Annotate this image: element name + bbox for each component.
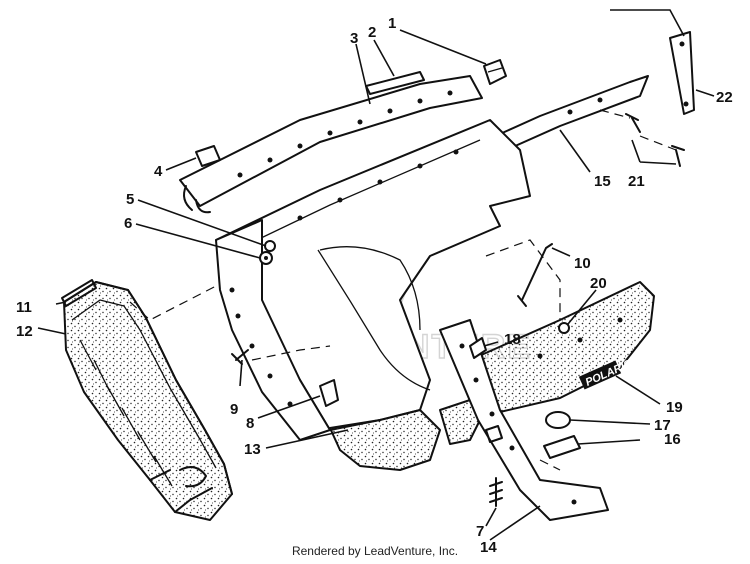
leader-lines: [37, 9, 715, 541]
callout-1: 1: [388, 15, 396, 32]
part-7-screw: [489, 477, 503, 507]
callout-8: 8: [246, 415, 254, 432]
callout-20: 20: [590, 275, 607, 292]
part-2-decal: [365, 71, 425, 95]
part-20-nut: [558, 322, 570, 334]
callouts: 1 2 3 4 5 6 7 8 9 10 11 12 13 14 15 16 1…: [16, 15, 733, 556]
callout-16: 16: [664, 431, 681, 448]
part-17-grommet: [545, 411, 571, 429]
alignment-lines: [129, 109, 677, 471]
callout-21: 21: [628, 173, 645, 190]
part-14-bracket-arm: [439, 319, 609, 521]
part-9-rivet: [231, 349, 249, 365]
footer-credit: Rendered by LeadVenture, Inc.: [291, 544, 459, 558]
part-11-pad-strip: [61, 279, 97, 307]
part-1-latch: [483, 59, 507, 85]
callout-6: 6: [124, 215, 132, 232]
callout-7: 7: [476, 523, 484, 540]
callout-18: 18: [504, 331, 521, 348]
callout-14: 14: [480, 539, 497, 556]
part-19-front-skirt: POLARIS: [469, 281, 655, 413]
callout-17: 17: [654, 417, 671, 434]
callout-15: 15: [594, 173, 611, 190]
part-16-plate: [543, 435, 581, 459]
callout-5: 5: [126, 191, 134, 208]
callout-4: 4: [154, 163, 163, 180]
part-3-upper-strip: [179, 75, 483, 214]
callout-9: 9: [230, 401, 238, 418]
callout-13: 13: [244, 441, 261, 458]
part-5-washer: [264, 240, 276, 252]
callout-11: 11: [16, 299, 32, 316]
part-12-foam-pad: [63, 281, 233, 521]
callout-19: 19: [666, 399, 683, 416]
part-8-clip: [319, 379, 339, 407]
part-13-hood-body: [215, 119, 531, 471]
part-22-bracket: [669, 31, 695, 115]
callout-3: 3: [350, 30, 358, 47]
callout-22: 22: [716, 89, 733, 106]
part-4-small-bracket: [195, 145, 221, 167]
part-10-rod: [517, 243, 553, 307]
callout-10: 10: [574, 255, 591, 272]
callout-12: 12: [16, 323, 33, 340]
part-6-nut: [259, 251, 273, 265]
part-21-bolts: [625, 113, 685, 167]
part-18-clip: [469, 337, 487, 359]
callout-2: 2: [368, 24, 376, 41]
